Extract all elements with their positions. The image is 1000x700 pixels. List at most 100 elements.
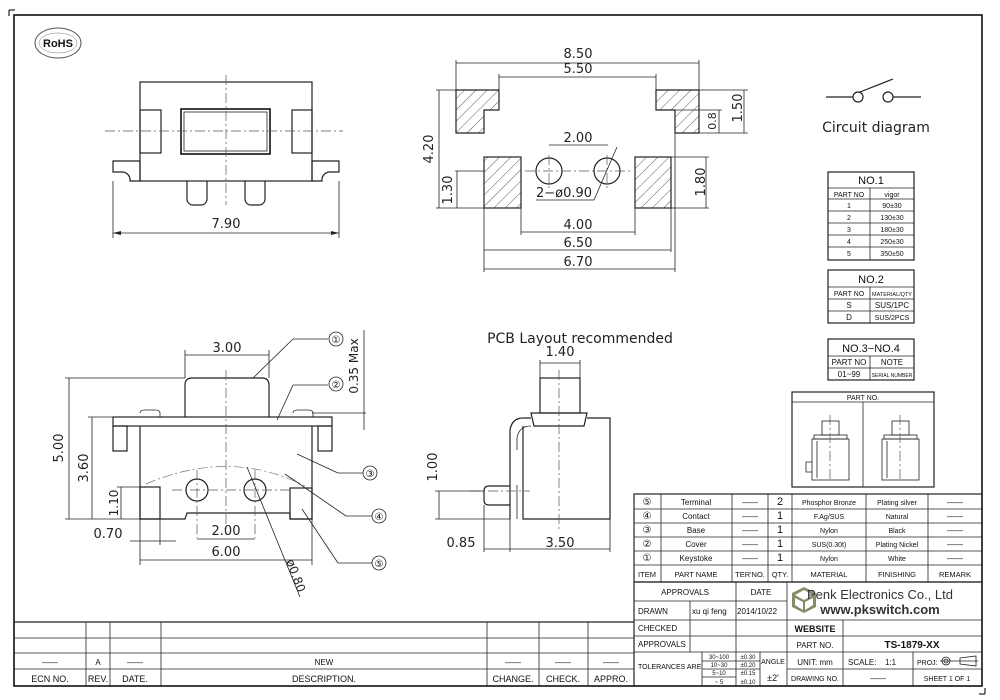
table-cell: SERIAL NUMBER — [872, 373, 913, 379]
dim-pin-length: 0.85 — [447, 536, 476, 551]
dim-hole-pitch-front: 2.00 — [212, 524, 241, 539]
drawing-border — [8, 9, 986, 695]
title-block: APPROVALS DATE DRAWN xu qi feng 2014/10/… — [633, 581, 983, 687]
bom-cell: 1 — [777, 510, 783, 522]
table-no34-title: NO.3−NO.4 — [842, 343, 900, 355]
bom-cell: Plating silver — [877, 500, 917, 507]
part-variant-s — [805, 415, 850, 482]
revision-header: APPRO. — [594, 674, 628, 684]
part-no-label: PART NO. — [797, 641, 834, 650]
side-view: PCB Layout recommended 1.40 1.00 0.85 3.… — [426, 331, 673, 552]
table-no34: NO.3−NO.4 PART NO NOTE 01~99 SERIAL NUMB… — [827, 338, 915, 381]
third-angle-projection-icon — [940, 655, 978, 667]
revision-cells: ——A——NEW——————ECN NO.REV.DATE.DESCRIPTIO… — [31, 658, 628, 684]
dim-overall-width: 8.50 — [564, 47, 593, 62]
dim-leg-height: 1.10 — [107, 490, 121, 517]
bom-cell: ⑤ — [643, 497, 652, 508]
revision-cell: —— — [505, 658, 521, 667]
bom-cell: —— — [742, 498, 758, 507]
dim-body-width: 6.00 — [212, 545, 241, 560]
table-no2-title: NO.2 — [858, 274, 884, 286]
bom-cell: Nylon — [820, 528, 838, 535]
table-header: PART NO — [834, 291, 865, 298]
projection-label: PROJ: — [917, 660, 938, 667]
dim-stroke-max: 0.35 Max — [347, 338, 361, 393]
front-view: ① ② ③ ④ ⑤ 3.00 0.35 Max 5.00 3.60 1.10 0… — [52, 330, 387, 598]
revision-header: CHANGE. — [492, 674, 533, 684]
revision-cell: —— — [42, 658, 58, 667]
rohs-text: RoHS — [43, 38, 73, 50]
table-no1: NO.1 PART NO vigor 1 90±30 2 130±30 3 18… — [827, 171, 915, 261]
bom-cell: White — [888, 556, 906, 563]
dim-pin-height: 1.00 — [426, 453, 441, 482]
tolerance-value: ±0.10 — [741, 680, 757, 686]
table-header: PART NO — [832, 358, 867, 367]
table-cell: 5 — [847, 251, 851, 258]
bom-header: PART NAME — [675, 570, 718, 579]
balloon-5: ⑤ — [375, 559, 384, 570]
company-website[interactable]: www.pkswitch.com — [819, 602, 939, 617]
bom-cell: ① — [643, 553, 652, 564]
bom-cell: —— — [947, 498, 963, 507]
drawn-date: 2014/10/22 — [737, 607, 778, 616]
drawing-no-label: DRAWING NO. — [791, 676, 839, 683]
bom-cell: ③ — [643, 525, 652, 536]
date-header: DATE — [751, 588, 772, 597]
table-header: PART NO — [834, 192, 865, 199]
bom-cell: Plating Nickel — [876, 542, 919, 549]
bom-cell: 1 — [777, 538, 783, 550]
approvals-label: APPROVALS — [638, 640, 686, 649]
table-header: MATERIAL/QTY — [872, 292, 912, 298]
bom-cell: 1 — [777, 552, 783, 564]
dim-pad-top-h: 1.50 — [731, 94, 746, 123]
part-no-box-title: PART NO. — [847, 395, 879, 402]
table-no2: NO.2 PART NO MATERIAL/QTY S SUS/1PC D SU… — [827, 269, 915, 324]
bom-cell: Black — [888, 528, 906, 535]
approvals-header: APPROVALS — [661, 588, 709, 597]
part-no-box: PART NO. — [791, 391, 935, 488]
company-logo — [792, 587, 816, 613]
pcb-layout-view: 8.50 5.50 4.20 1.30 1.50 0.8 1.80 2.00 2… — [422, 47, 748, 272]
scale-value: 1:1 — [885, 658, 897, 667]
table-cell: 4 — [847, 239, 851, 246]
drawing-no-value: —— — [870, 674, 886, 683]
dim-pad-h-right: 1.80 — [694, 168, 709, 197]
checked-label: CHECKED — [638, 624, 677, 633]
bom-cell: —— — [947, 540, 963, 549]
table-cell: 180±30 — [880, 227, 903, 234]
tolerance-value: ±0.20 — [741, 663, 757, 669]
revision-block — [14, 621, 634, 686]
table-cell: SUS/1PC — [875, 301, 909, 310]
part-no-value: TS-1879-XX — [884, 640, 939, 651]
table-no1-title: NO.1 — [858, 175, 884, 187]
bom-cell: Nylon — [820, 556, 838, 563]
dim-body-height: 3.60 — [77, 454, 92, 483]
bom-cell: —— — [947, 512, 963, 521]
bom-cell: Base — [687, 526, 706, 535]
dim-actuator-width: 3.00 — [213, 341, 242, 356]
tolerance-range: 10~30 — [711, 663, 729, 669]
revision-header: DATE. — [122, 674, 148, 684]
table-cell: 90±30 — [882, 203, 902, 210]
bom-header: ITEM — [638, 570, 656, 579]
tolerances-label: TOLERANCES ARE — [638, 664, 702, 671]
revision-header: ECN NO. — [31, 674, 69, 684]
dim-pad-h-left: 1.30 — [441, 176, 456, 205]
table-cell: 250±30 — [880, 239, 903, 246]
bom-cell: Natural — [886, 514, 909, 521]
revision-cell: —— — [603, 658, 619, 667]
revision-cell: NEW — [315, 658, 334, 667]
table-cell: 130±30 — [880, 215, 903, 222]
bom-cell: F.Ag/SUS — [814, 514, 845, 521]
bom-cell: —— — [742, 554, 758, 563]
revision-cell: A — [95, 658, 101, 667]
dim-pad-span: 6.50 — [564, 236, 593, 251]
sheet-label: SHEET 1 OF 1 — [924, 676, 971, 683]
dim-side-body: 3.50 — [546, 536, 575, 551]
tolerance-value: ±0.15 — [741, 671, 757, 677]
table-cell: S — [846, 301, 851, 310]
dim-top-width: 7.90 — [212, 217, 241, 232]
table-cell: 2 — [847, 215, 851, 222]
bom-cell: —— — [742, 512, 758, 521]
